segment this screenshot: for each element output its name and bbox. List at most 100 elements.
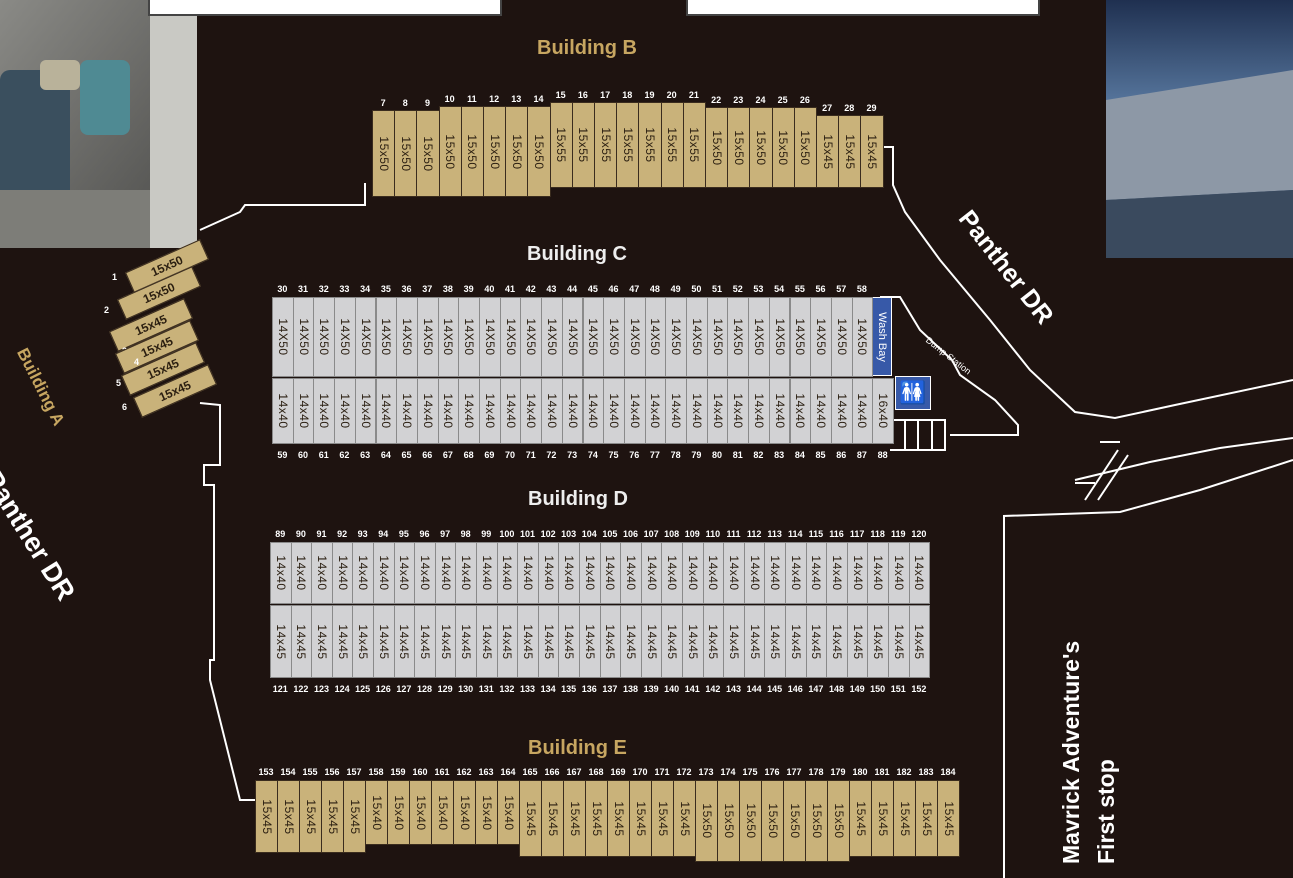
storage-unit[interactable]: 14x40 bbox=[682, 542, 704, 604]
storage-unit[interactable]: 14x40 bbox=[727, 378, 750, 444]
storage-unit[interactable]: 14X50 bbox=[686, 297, 708, 377]
storage-unit[interactable]: 14x40 bbox=[437, 378, 460, 444]
storage-unit[interactable]: 14x40 bbox=[558, 542, 580, 604]
storage-unit[interactable]: 14x40 bbox=[434, 542, 457, 604]
storage-unit[interactable]: 14x40 bbox=[520, 378, 543, 444]
storage-unit[interactable]: 15x55 bbox=[616, 102, 640, 188]
storage-unit[interactable]: 15x45 bbox=[343, 780, 366, 853]
storage-unit[interactable]: 14X50 bbox=[437, 297, 460, 377]
storage-unit[interactable]: 15x40 bbox=[409, 780, 432, 845]
storage-unit[interactable]: 15x50 bbox=[394, 110, 418, 197]
storage-unit[interactable]: 15x50 bbox=[761, 780, 784, 862]
storage-unit[interactable]: 14x40 bbox=[499, 378, 522, 444]
storage-unit[interactable]: 14x40 bbox=[541, 378, 563, 444]
storage-unit[interactable]: 14x45 bbox=[846, 605, 869, 678]
storage-unit[interactable]: 14x40 bbox=[579, 542, 601, 604]
storage-unit[interactable]: 14x45 bbox=[455, 605, 477, 678]
storage-unit[interactable]: 14X50 bbox=[644, 297, 667, 377]
storage-unit[interactable]: 15x45 bbox=[893, 780, 916, 857]
storage-unit[interactable]: 15x45 bbox=[816, 115, 840, 188]
storage-unit[interactable]: 14x45 bbox=[579, 605, 601, 678]
storage-unit[interactable]: 14x40 bbox=[702, 542, 725, 604]
storage-unit[interactable]: 15x50 bbox=[438, 106, 462, 197]
storage-unit[interactable]: 15x40 bbox=[453, 780, 476, 845]
storage-unit[interactable]: 14x45 bbox=[785, 605, 807, 678]
storage-unit[interactable]: 14x40 bbox=[292, 378, 315, 444]
storage-unit[interactable]: 14X50 bbox=[499, 297, 522, 377]
storage-unit[interactable]: 14x40 bbox=[311, 542, 333, 604]
storage-unit[interactable]: 14X50 bbox=[603, 297, 625, 377]
storage-unit[interactable]: 14X50 bbox=[313, 297, 336, 377]
storage-unit[interactable]: 14x40 bbox=[785, 542, 807, 604]
storage-unit[interactable]: 14x45 bbox=[826, 605, 848, 678]
storage-unit[interactable]: 14x40 bbox=[313, 378, 336, 444]
storage-unit[interactable]: 14x45 bbox=[414, 605, 436, 678]
storage-unit[interactable]: 14x45 bbox=[517, 605, 539, 678]
storage-unit[interactable]: 14x45 bbox=[743, 605, 766, 678]
storage-unit[interactable]: 15x45 bbox=[673, 780, 696, 857]
storage-unit[interactable]: 14x40 bbox=[706, 378, 729, 444]
storage-unit[interactable]: 15x45 bbox=[915, 780, 938, 857]
storage-unit[interactable]: 14x40 bbox=[537, 542, 560, 604]
storage-unit[interactable]: 14x40 bbox=[290, 542, 313, 604]
storage-unit[interactable]: 15x55 bbox=[660, 102, 684, 188]
storage-unit[interactable]: 14x45 bbox=[373, 605, 395, 678]
storage-unit[interactable]: 14X50 bbox=[810, 297, 832, 377]
storage-unit[interactable]: 14x40 bbox=[805, 542, 828, 604]
storage-unit[interactable]: 15x50 bbox=[527, 106, 551, 197]
storage-unit[interactable]: 14X50 bbox=[396, 297, 418, 377]
storage-unit[interactable]: 14X50 bbox=[830, 297, 853, 377]
storage-unit[interactable]: 14x40 bbox=[851, 378, 874, 444]
storage-unit[interactable]: 15x50 bbox=[505, 106, 529, 197]
storage-unit[interactable]: 14x40 bbox=[458, 378, 480, 444]
storage-unit[interactable]: 15x45 bbox=[849, 780, 872, 857]
storage-unit[interactable]: 15x55 bbox=[549, 102, 573, 188]
storage-unit[interactable]: 15x45 bbox=[255, 780, 278, 853]
storage-unit[interactable]: 14x40 bbox=[393, 542, 416, 604]
storage-unit[interactable]: 15x45 bbox=[519, 780, 542, 857]
storage-unit[interactable]: 14x40 bbox=[582, 378, 605, 444]
storage-unit[interactable]: 14X50 bbox=[416, 297, 439, 377]
storage-unit[interactable]: 14X50 bbox=[272, 297, 294, 377]
storage-unit[interactable]: 14x40 bbox=[764, 542, 786, 604]
storage-unit[interactable]: 14x45 bbox=[640, 605, 663, 678]
storage-unit[interactable]: 15x50 bbox=[717, 780, 740, 862]
storage-unit[interactable]: 14x45 bbox=[599, 605, 622, 678]
storage-unit[interactable]: 14x45 bbox=[888, 605, 910, 678]
storage-unit[interactable]: 14x45 bbox=[682, 605, 704, 678]
storage-unit[interactable]: 14X50 bbox=[292, 297, 315, 377]
storage-unit[interactable]: 15x50 bbox=[749, 107, 773, 188]
storage-unit[interactable]: 14X50 bbox=[748, 297, 770, 377]
storage-unit[interactable]: 14x45 bbox=[434, 605, 457, 678]
storage-unit[interactable]: 14x40 bbox=[476, 542, 498, 604]
storage-unit[interactable]: 15x45 bbox=[277, 780, 300, 853]
storage-unit[interactable]: 14X50 bbox=[375, 297, 398, 377]
storage-unit[interactable]: 15x45 bbox=[541, 780, 564, 857]
storage-unit[interactable]: 14x40 bbox=[599, 542, 622, 604]
storage-unit[interactable]: 15x40 bbox=[431, 780, 454, 845]
storage-unit[interactable]: 14x40 bbox=[416, 378, 439, 444]
storage-unit[interactable]: 14x45 bbox=[867, 605, 889, 678]
storage-unit[interactable]: 15x50 bbox=[827, 780, 850, 862]
storage-unit[interactable]: 15x50 bbox=[705, 107, 729, 188]
storage-unit[interactable]: 15x45 bbox=[607, 780, 630, 857]
storage-unit[interactable]: 15x45 bbox=[937, 780, 960, 857]
storage-unit[interactable]: 14x40 bbox=[723, 542, 745, 604]
storage-unit[interactable]: 15x50 bbox=[416, 110, 440, 197]
storage-unit[interactable]: 14x40 bbox=[908, 542, 931, 604]
storage-unit[interactable]: 14x45 bbox=[764, 605, 786, 678]
storage-unit[interactable]: 15x40 bbox=[365, 780, 388, 845]
storage-unit[interactable]: 14x45 bbox=[290, 605, 313, 678]
storage-unit[interactable]: 14X50 bbox=[541, 297, 563, 377]
storage-unit[interactable]: 14x40 bbox=[561, 378, 584, 444]
storage-unit[interactable]: 14x40 bbox=[414, 542, 436, 604]
storage-unit[interactable]: 15x45 bbox=[629, 780, 652, 857]
storage-unit[interactable]: 14x40 bbox=[810, 378, 832, 444]
storage-unit[interactable]: 15x45 bbox=[585, 780, 608, 857]
storage-unit[interactable]: 15x45 bbox=[563, 780, 586, 857]
storage-unit[interactable]: 15x50 bbox=[771, 107, 795, 188]
storage-unit[interactable]: 14X50 bbox=[851, 297, 874, 377]
storage-unit[interactable]: 15x55 bbox=[638, 102, 662, 188]
storage-unit[interactable]: 14X50 bbox=[561, 297, 584, 377]
storage-unit[interactable]: 14x40 bbox=[354, 378, 377, 444]
